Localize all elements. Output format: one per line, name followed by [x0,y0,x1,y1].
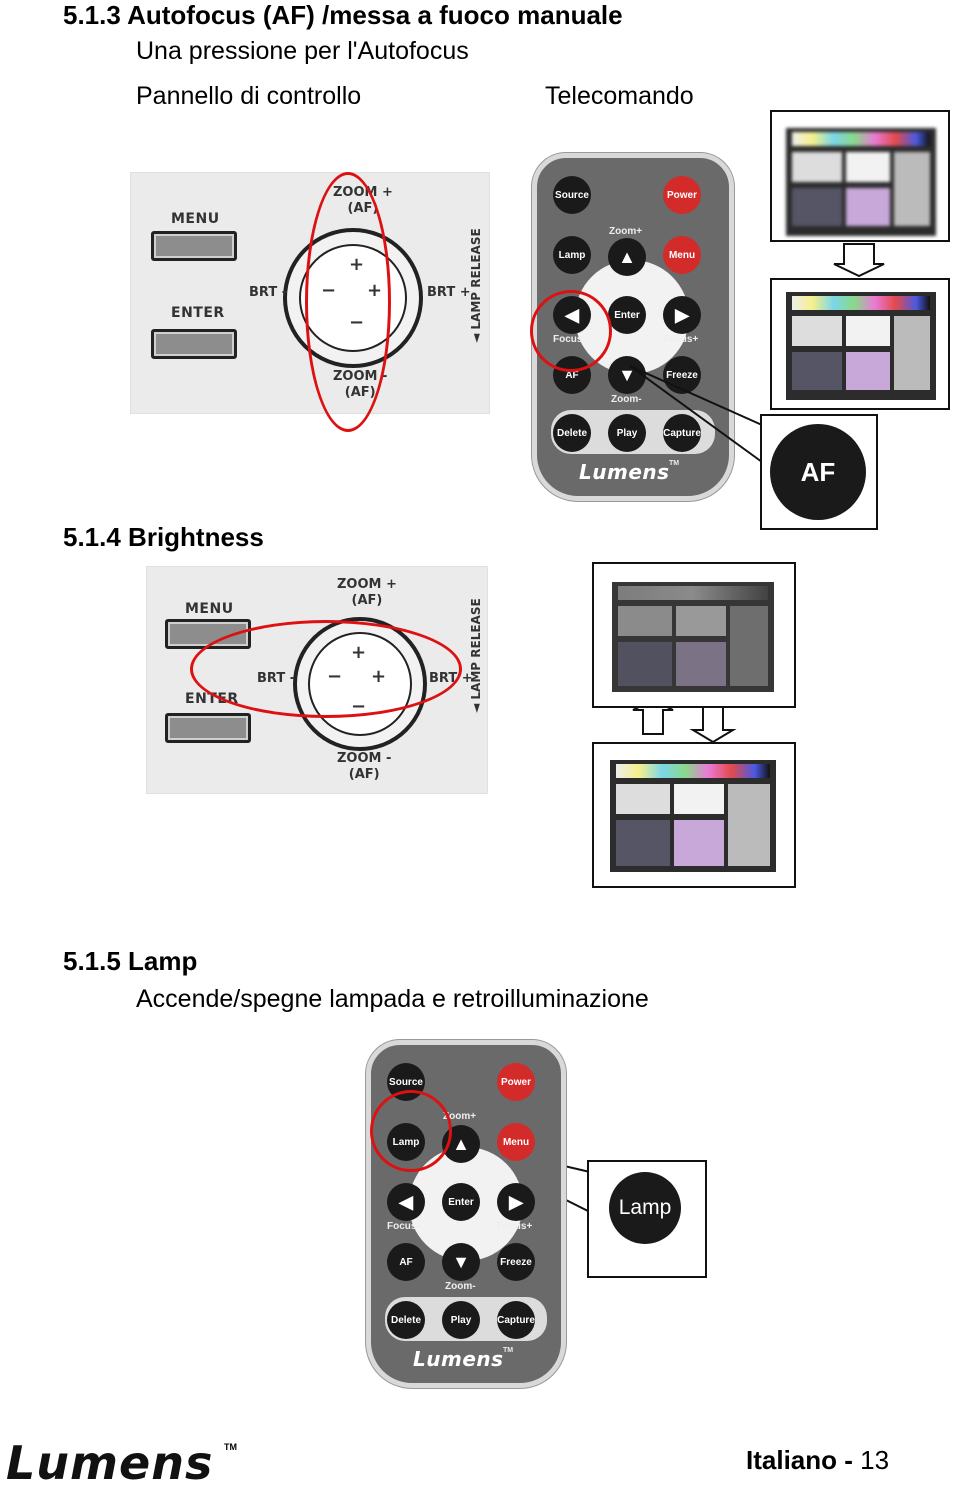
screen-frame-blurred [770,110,950,242]
panel-zoom-plus-label: ZOOM +(AF) [337,577,397,608]
highlight-brt-ring [190,620,462,718]
section-heading-513: 5.1.3 Autofocus (AF) /messa a fuoco manu… [63,0,623,30]
remote-zoom-minus-label: Zoom- [611,394,642,405]
remote-delete-button: Delete [387,1301,425,1339]
highlight-af-ring [305,172,391,432]
label-remote: Telecomando [545,82,694,110]
left-arrow-icon: ◀ [387,1183,425,1221]
footer-language: Italiano [746,1445,838,1475]
right-arrow-icon: ▶ [497,1183,535,1221]
remote-focus-plus-label: Focus+ [663,334,699,345]
screen-image-dark [612,582,774,692]
remote-zoom-plus-label: Zoom+ [443,1111,477,1122]
remote-capture-button: Capture [497,1301,535,1339]
remote-play-button: Play [608,414,646,452]
remote-freeze-button: Freeze [497,1243,535,1281]
section-heading-515: 5.1.5 Lamp [63,946,198,976]
remote-enter-button: Enter [608,296,646,334]
footer-page-label: Italiano - 13 [746,1445,889,1476]
remote-menu-button: Menu [663,236,701,274]
remote-capture-button: Capture [663,414,701,452]
callout-lamp-button: Lamp [609,1172,681,1244]
remote-focus-plus-label: Focus+ [497,1221,533,1232]
remote-freeze-button: Freeze [663,356,701,394]
panel-menu-label: MENU [185,601,234,617]
highlight-af-button [530,290,612,372]
remote-menu-button: Menu [497,1123,535,1161]
panel-lamp-release-label: ◄ LAMP RELEASE [469,598,483,713]
callout-lamp: Lamp [587,1160,707,1278]
section-description-515: Accende/spegne lampada e retroilluminazi… [136,985,649,1013]
panel-menu-label: MENU [171,211,220,227]
panel-enter-button [151,329,237,359]
remote-zoom-minus-label: Zoom- [445,1281,476,1292]
down-arrow-icon: ▼ [442,1243,480,1281]
panel-brt-plus-label: BRT + [427,285,471,300]
remote-brand-logo: Lumens [579,460,670,484]
label-control-panel: Pannello di controllo [136,82,362,110]
callout-af-button: AF [770,424,866,520]
remote-af-button: AF [387,1243,425,1281]
remote-brand-logo: Lumens [413,1347,504,1371]
screen-frame-bright [592,742,796,888]
remote-play-button: Play [442,1301,480,1339]
up-arrow-icon: ▲ [608,238,646,276]
panel-menu-button [151,231,237,261]
section-description-513: Una pressione per l'Autofocus [136,37,469,65]
remote-tm: TM [669,460,680,467]
remote-focus-minus-label: Focus- [387,1221,420,1232]
right-arrow-icon: ▶ [663,296,701,334]
footer-page-number: 13 [860,1445,890,1475]
screen-frame-dark [592,562,796,708]
remote-enter-button: Enter [442,1183,480,1221]
footer-brand-logo: Lumens [6,1436,214,1490]
panel-enter-label: ENTER [171,305,225,321]
remote-power-button: Power [663,176,701,214]
screen-frame-focused [770,278,950,410]
remote-delete-button: Delete [553,414,591,452]
remote-source-button: Source [553,176,591,214]
section-heading-514: 5.1.4 Brightness [63,522,264,552]
panel-enter-button [165,713,251,743]
panel-zoom-minus-label: ZOOM -(AF) [337,751,392,782]
remote-power-button: Power [497,1063,535,1101]
remote-zoom-plus-label: Zoom+ [609,226,643,237]
screen-image-bright [610,760,776,872]
footer-separator: - [844,1445,853,1475]
down-arrow-icon: ▼ [608,356,646,394]
panel-brt-minus-label: BRT - [249,285,288,300]
callout-af: AF [760,414,878,530]
remote-tm: TM [503,1347,514,1354]
screen-image-focused [786,292,936,400]
remote-lamp-button: Lamp [553,236,591,274]
footer-tm: TM [224,1442,237,1452]
highlight-lamp-button [370,1090,452,1172]
screen-image-blurred [786,128,936,236]
